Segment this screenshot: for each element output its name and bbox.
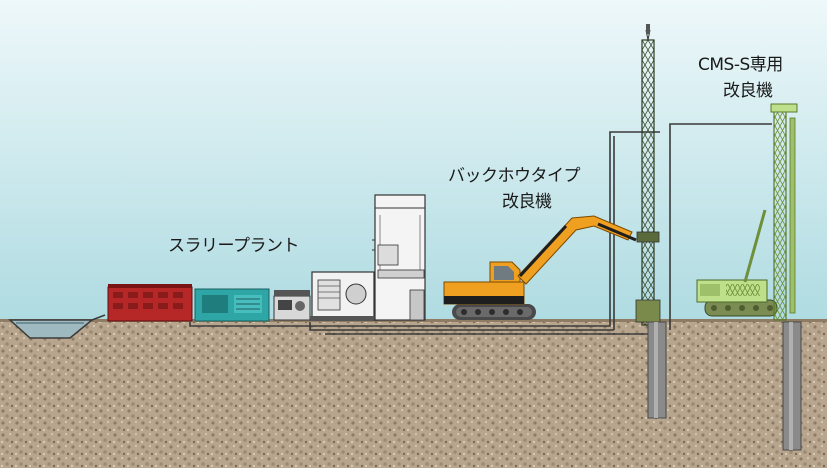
ground <box>0 320 827 468</box>
mixing-tank-unit <box>107 284 193 322</box>
cement-silo <box>372 194 426 321</box>
improved-column-left <box>647 321 667 419</box>
improved-column-right <box>782 321 802 451</box>
cms-s-label: CMS-S専用 <box>698 55 783 75</box>
backhoe-improvement-machine <box>443 215 637 320</box>
cms-s-improvement-machine <box>696 103 798 321</box>
mixer-plant <box>310 271 378 321</box>
generator-unit <box>194 288 270 322</box>
slurry-pit <box>8 314 106 339</box>
slurry-pipes <box>189 123 772 335</box>
slurry-plant-label: スラリープラント <box>168 236 299 256</box>
compressor-unit <box>273 290 311 321</box>
backhoe-type-label: バックホウタイプ <box>448 166 581 186</box>
cms-s-label-2: 改良機 <box>723 81 773 101</box>
backhoe-type-label-2: 改良機 <box>502 192 552 212</box>
